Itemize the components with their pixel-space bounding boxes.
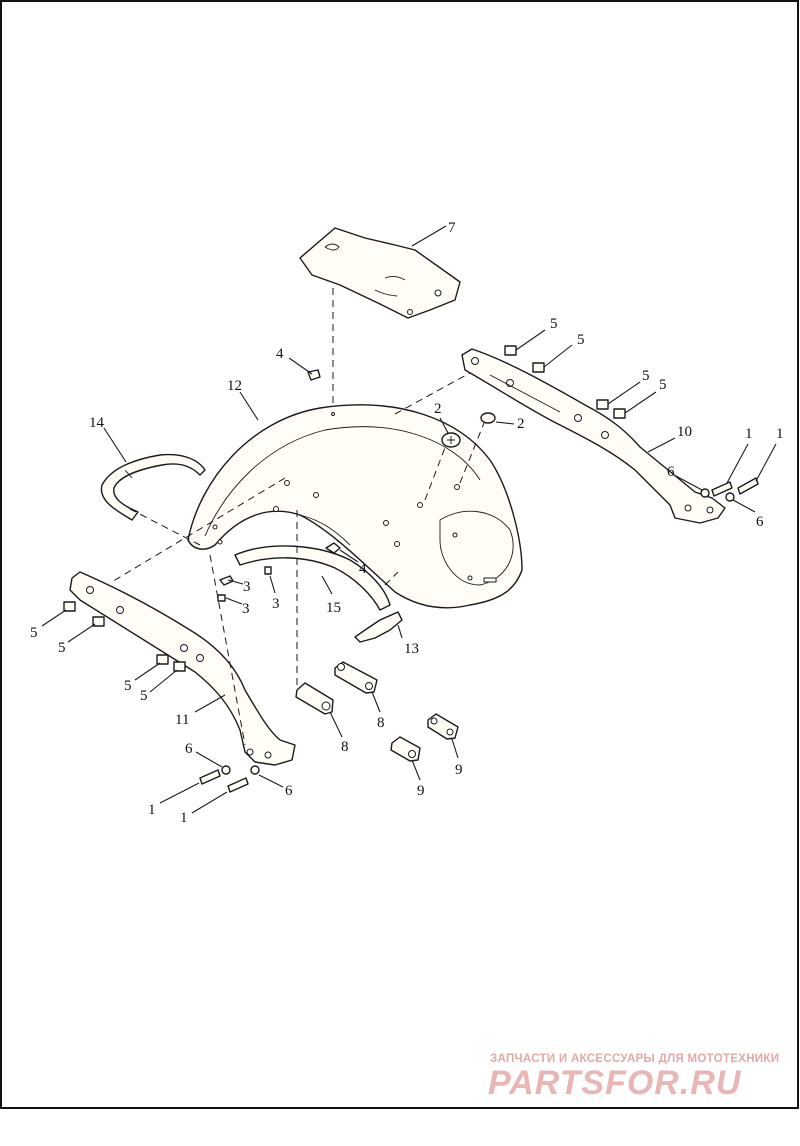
- callout-13: 13: [404, 641, 419, 657]
- part-14-grab-rail: [100, 453, 206, 521]
- callout-6: 6: [285, 783, 293, 799]
- part-4-clip-a: [307, 369, 321, 381]
- callout-5: 5: [140, 688, 148, 704]
- callout-1: 1: [745, 426, 753, 442]
- watermark-tagline: ЗАПЧАСТИ И АКСЕССУАРЫ ДЛЯ МОТОТЕХНИКИ: [490, 1053, 780, 1065]
- part-1-bolts-left: [199, 769, 249, 793]
- callout-5: 5: [550, 316, 558, 332]
- callout-3: 3: [243, 579, 251, 595]
- part-2-plug-a: [441, 432, 461, 448]
- callout-14: 14: [89, 415, 105, 431]
- watermark-logo: PARTSFOR.RU: [488, 1064, 742, 1102]
- callout-5: 5: [124, 678, 132, 694]
- part-4-clip-b: [325, 542, 341, 554]
- callout-7: 7: [448, 220, 456, 236]
- callout-4: 4: [276, 346, 284, 362]
- callout-10: 10: [677, 424, 692, 440]
- callout-8: 8: [377, 715, 385, 731]
- part-6-washers-left: [221, 765, 260, 775]
- callout-3: 3: [272, 596, 280, 612]
- part-11-left-support: [69, 571, 296, 766]
- callout-5: 5: [30, 625, 38, 641]
- callout-1: 1: [148, 802, 156, 818]
- part-10-right-support: [461, 348, 726, 524]
- callout-5: 5: [642, 368, 650, 384]
- callout-15: 15: [326, 600, 341, 616]
- callout-11: 11: [175, 712, 189, 728]
- callout-5: 5: [58, 640, 66, 656]
- part-6-washers-right: [700, 488, 735, 502]
- part-3-clip-b: [217, 594, 226, 602]
- part-3-clip-c: [264, 566, 272, 575]
- part-7-cover-plate: [299, 227, 461, 319]
- part-12-rear-fender: [187, 404, 523, 609]
- callout-6: 6: [185, 741, 193, 757]
- callout-2: 2: [434, 401, 442, 417]
- part-13-bracket: [354, 611, 403, 643]
- callout-1: 1: [180, 810, 188, 826]
- callout-1: 1: [776, 426, 784, 442]
- part-8-link-b: [334, 661, 378, 694]
- callout-2: 2: [517, 416, 525, 432]
- callout-12: 12: [227, 378, 242, 394]
- callout-9: 9: [455, 762, 463, 778]
- part-5-screws-right: [504, 345, 626, 419]
- callout-8: 8: [341, 739, 349, 755]
- callout-5: 5: [659, 377, 667, 393]
- callout-6: 6: [756, 514, 764, 530]
- assembly-lines: [109, 288, 485, 746]
- callout-4: 4: [359, 561, 367, 577]
- part-1-bolts-right: [711, 477, 759, 497]
- part-8-link-a: [295, 682, 334, 715]
- callout-3: 3: [242, 601, 250, 617]
- part-5-screws-left: [63, 601, 186, 672]
- callout-9: 9: [417, 783, 425, 799]
- callout-5: 5: [577, 332, 585, 348]
- part-9-link-a: [390, 736, 421, 762]
- callout-labels: 7 4 12 14 2 2 5 5 5 5 10 1 1 6 6 4 15 13…: [30, 220, 784, 826]
- part-9-link-b: [427, 713, 459, 740]
- part-2-plug-b: [480, 412, 496, 424]
- callout-6: 6: [667, 464, 675, 480]
- leader-lines: [41, 225, 777, 814]
- diagram-border: [0, 0, 799, 1109]
